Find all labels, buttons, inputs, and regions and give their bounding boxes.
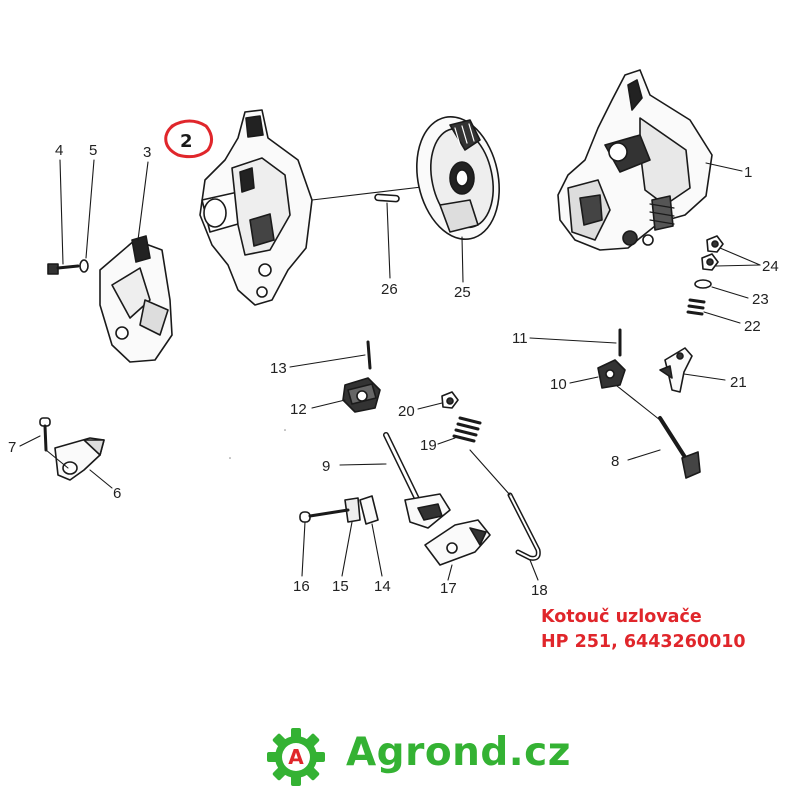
- label-26: 26: [381, 281, 398, 298]
- part-15-spring-plate: [341, 497, 361, 577]
- label-25: 25: [454, 284, 471, 301]
- label-7: 7: [8, 439, 16, 456]
- label-13: 13: [270, 360, 287, 377]
- label-12: 12: [290, 401, 307, 418]
- label-2: 2: [180, 131, 193, 152]
- part-16-bolt: [299, 508, 350, 577]
- part-22-spring: [686, 298, 741, 324]
- part-5-washer: [79, 159, 95, 273]
- part-number-labels: 1 3 4 5 6 7 8 9 10 11 12 13 14 15 16 17 …: [8, 142, 779, 599]
- part-2-knotter-disc-housing: [199, 109, 431, 306]
- part-19-spring: [437, 416, 482, 445]
- part-23-washer: [694, 279, 749, 299]
- part-13-pin: [289, 340, 372, 370]
- label-3: 3: [143, 144, 151, 161]
- label-15: 15: [332, 578, 349, 595]
- part-7-screw: [19, 417, 69, 469]
- label-16: 16: [293, 578, 310, 595]
- brand-name[interactable]: Agrond.cz: [346, 730, 571, 775]
- label-6: 6: [113, 485, 121, 502]
- part-21-lever: [659, 347, 726, 393]
- logo-letter: A: [288, 745, 304, 769]
- label-18: 18: [531, 582, 548, 599]
- part-4-bolt: [47, 159, 80, 275]
- label-21: 21: [730, 374, 747, 391]
- label-24: 24: [762, 258, 779, 275]
- label-9: 9: [322, 458, 330, 475]
- part-8-shaft: [611, 381, 701, 479]
- label-4: 4: [55, 142, 63, 159]
- label-10: 10: [550, 376, 567, 393]
- label-20: 20: [398, 403, 415, 420]
- part-6-knife: [54, 437, 113, 489]
- label-1: 1: [744, 164, 752, 181]
- label-19: 19: [420, 437, 437, 454]
- part-3-cover: [99, 161, 173, 363]
- part-caption: Kotouč uzlovače HP 251, 6443260010: [541, 605, 746, 655]
- part-9-knotter-shaft: [339, 432, 451, 529]
- caption-title: Kotouč uzlovače: [541, 607, 702, 627]
- label-8: 8: [611, 453, 619, 470]
- part-12-gear-head: [311, 377, 381, 413]
- label-23: 23: [752, 291, 769, 308]
- highlight-circle-part-2: 2: [164, 119, 213, 159]
- part-1-knotter-frame: [557, 69, 743, 251]
- label-14: 14: [374, 578, 391, 595]
- part-26-pin: [374, 193, 400, 279]
- part-10-knotter-hook-head: [569, 359, 626, 389]
- label-17: 17: [440, 580, 457, 597]
- caption-part-code: HP 251, 6443260010: [541, 632, 746, 652]
- part-14-plate: [359, 495, 383, 577]
- label-5: 5: [89, 142, 97, 159]
- part-11-pin: [529, 328, 622, 357]
- part-17-wiper: [424, 519, 491, 581]
- part-20-nut: [417, 391, 459, 410]
- label-11: 11: [512, 330, 528, 347]
- part-25-knotter-disc: [416, 115, 500, 283]
- agrond-gear-logo-icon: A: [267, 728, 325, 786]
- part-24-nuts: [701, 235, 761, 271]
- label-22: 22: [744, 318, 761, 335]
- part-18-hook-bolt: [469, 449, 541, 581]
